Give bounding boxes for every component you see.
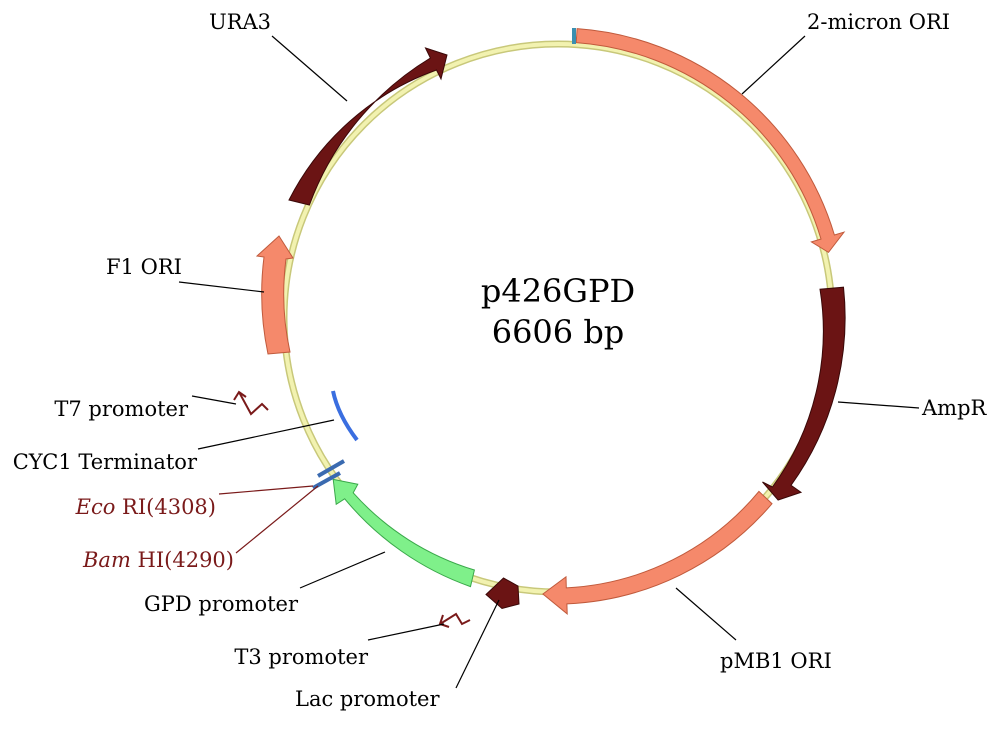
label-t3-promoter: T3 promoter: [234, 645, 369, 669]
gpd-leader: [299, 551, 386, 589]
cyc1-terminator-mark: [331, 390, 359, 442]
bamhi-site-mark: [312, 471, 341, 490]
f1-ori-arrow: [255, 235, 294, 355]
t7-promoter-arrowhead: [233, 390, 247, 401]
ura3-leader: [271, 35, 348, 102]
ecori-leader: [218, 485, 314, 495]
pmb1-leader: [675, 587, 737, 641]
ampr-leader: [837, 401, 920, 409]
lac-leader: [455, 599, 500, 689]
t7-promoter-arrow-icon: [238, 391, 269, 416]
bamhi-leader: [235, 485, 319, 554]
label-ecori: Eco RI(4308): [75, 495, 216, 519]
ecori-site-mark: [317, 459, 345, 478]
two-micron-leader: [741, 35, 806, 95]
f1-ori-leader: [178, 281, 265, 293]
t3-promoter-arrow-icon: [439, 612, 471, 626]
two-micron-ori-marker: [572, 28, 576, 44]
ampr-arrow: [762, 286, 846, 501]
t7-leader: [191, 395, 237, 405]
plasmid-name: p426GPD: [481, 272, 635, 310]
label-pmb1-ori: pMB1 ORI: [720, 649, 832, 673]
label-cyc1-terminator: CYC1 Terminator: [13, 450, 198, 474]
cyc1-leader: [197, 419, 335, 450]
pmb1-ori-arrow: [542, 490, 773, 615]
label-lac-promoter: Lac promoter: [295, 687, 440, 711]
gpd-promoter-arrow: [332, 478, 475, 588]
lac-promoter-arrow: [485, 577, 520, 610]
label-ampr: AmpR: [921, 396, 988, 420]
t3-leader: [367, 623, 445, 641]
t3-promoter-arrowhead: [438, 614, 450, 628]
plasmid-size: 6606 bp: [492, 313, 625, 351]
label-ura3: URA3: [209, 10, 271, 34]
label-bamhi: Bam HI(4290): [82, 548, 234, 572]
label-gpd-promoter: GPD promoter: [144, 592, 299, 616]
two-micron-ori-arrow: [575, 28, 846, 254]
label-t7-promoter: T7 promoter: [54, 397, 189, 421]
ura3-arrow: [288, 47, 448, 206]
label-two-micron-ori: 2-micron ORI: [807, 10, 950, 34]
label-f1-ori: F1 ORI: [106, 255, 182, 279]
